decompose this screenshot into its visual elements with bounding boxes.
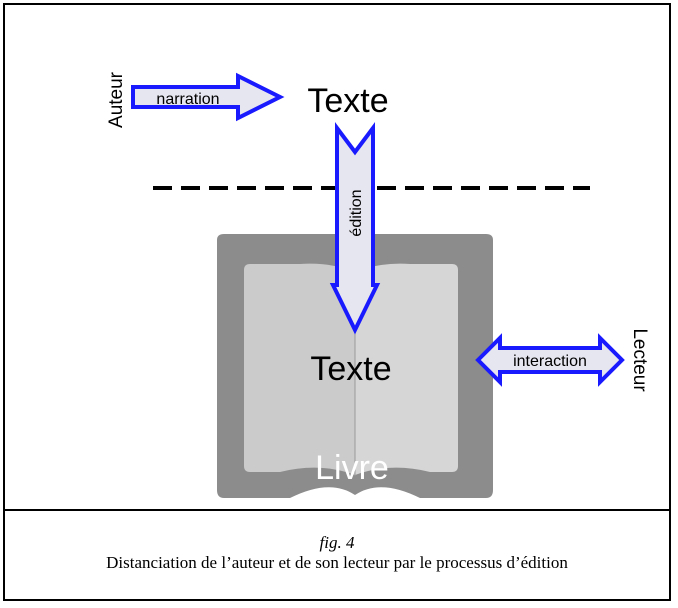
- narration-arrow: [131, 72, 285, 122]
- book-page-left: [244, 263, 355, 475]
- figure-number: fig. 4: [319, 533, 355, 552]
- interaction-label: interaction: [513, 353, 587, 370]
- narration-label: narration: [156, 91, 219, 108]
- edition-arrow: [329, 122, 381, 335]
- author-label: Auteur: [106, 71, 127, 128]
- interaction-arrow: [475, 333, 625, 387]
- book-page-right: [355, 263, 458, 475]
- text-top-label: Texte: [307, 82, 388, 120]
- figure-caption: Distanciation de l’auteur et de son lect…: [106, 553, 568, 572]
- edition-label: édition: [348, 189, 365, 236]
- book-label: Livre: [315, 449, 389, 487]
- reader-label: Lecteur: [629, 328, 650, 392]
- caption-divider: [3, 509, 671, 511]
- text-book-label: Texte: [310, 350, 391, 388]
- book-illustration: [217, 234, 493, 498]
